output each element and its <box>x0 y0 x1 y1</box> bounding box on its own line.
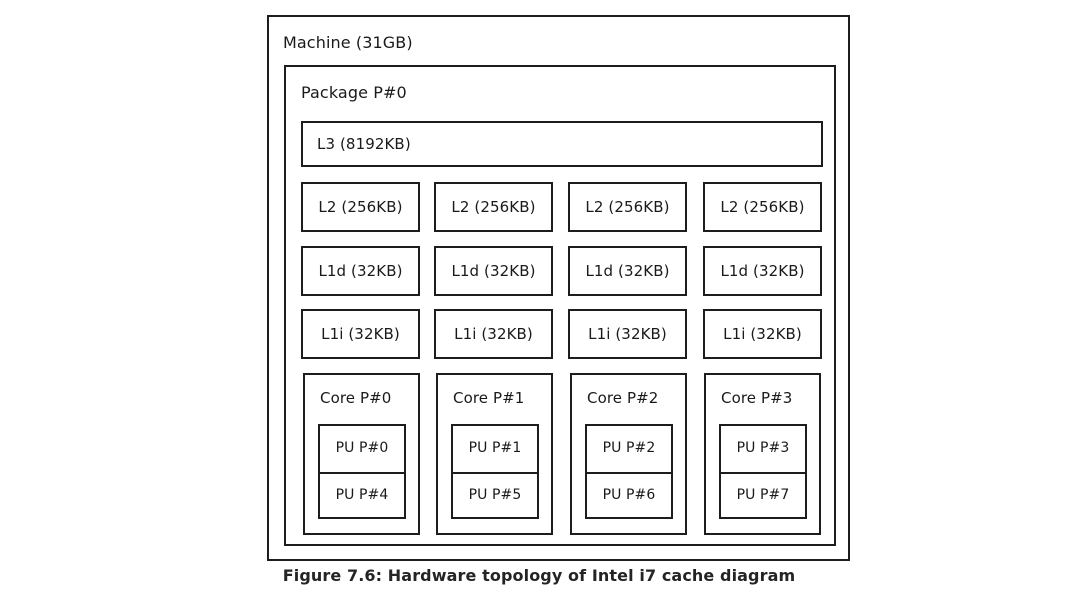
pu-stack-0: PU P#0 PU P#4 <box>318 424 406 519</box>
pu-box-1-1: PU P#5 <box>453 471 537 518</box>
core-box-0: Core P#0 PU P#0 PU P#4 <box>303 373 420 535</box>
pu-stack-2: PU P#2 PU P#6 <box>585 424 673 519</box>
package-box: Package P#0 L3 (8192KB) L2 (256KB) L2 (2… <box>284 65 836 546</box>
pu-box-2-1: PU P#6 <box>587 471 671 518</box>
cache-box-l1d-1: L1d (32KB) <box>434 246 553 296</box>
cache-box-l1i-0: L1i (32KB) <box>301 309 420 359</box>
pu-box-3-1: PU P#7 <box>721 471 805 518</box>
core-label-3: Core P#3 <box>721 389 793 407</box>
core-label-2: Core P#2 <box>587 389 659 407</box>
cache-box-l3: L3 (8192KB) <box>301 121 823 167</box>
machine-label: Machine (31GB) <box>283 33 413 52</box>
cache-box-l2-3: L2 (256KB) <box>703 182 822 232</box>
pu-box-2-0: PU P#2 <box>602 440 656 457</box>
cache-box-l2-1: L2 (256KB) <box>434 182 553 232</box>
cache-box-l1i-2: L1i (32KB) <box>568 309 687 359</box>
cache-box-l1d-0: L1d (32KB) <box>301 246 420 296</box>
core-box-1: Core P#1 PU P#1 PU P#5 <box>436 373 553 535</box>
figure-caption: Figure 7.6: Hardware topology of Intel i… <box>282 566 796 585</box>
cache-box-l1d-3: L1d (32KB) <box>703 246 822 296</box>
cache-box-l1i-3: L1i (32KB) <box>703 309 822 359</box>
pu-box-3-0: PU P#3 <box>736 440 790 457</box>
pu-box-0-1: PU P#4 <box>320 471 404 518</box>
core-label-0: Core P#0 <box>320 389 392 407</box>
pu-stack-1: PU P#1 PU P#5 <box>451 424 539 519</box>
cache-box-l1i-1: L1i (32KB) <box>434 309 553 359</box>
cache-box-l2-2: L2 (256KB) <box>568 182 687 232</box>
machine-box: Machine (31GB) Package P#0 L3 (8192KB) L… <box>267 15 850 561</box>
core-label-1: Core P#1 <box>453 389 525 407</box>
pu-box-0-0: PU P#0 <box>335 440 389 457</box>
pu-box-1-0: PU P#1 <box>468 440 522 457</box>
core-box-2: Core P#2 PU P#2 PU P#6 <box>570 373 687 535</box>
package-label: Package P#0 <box>301 83 407 102</box>
cache-box-l1d-2: L1d (32KB) <box>568 246 687 296</box>
core-box-3: Core P#3 PU P#3 PU P#7 <box>704 373 821 535</box>
cache-box-l2-0: L2 (256KB) <box>301 182 420 232</box>
pu-stack-3: PU P#3 PU P#7 <box>719 424 807 519</box>
